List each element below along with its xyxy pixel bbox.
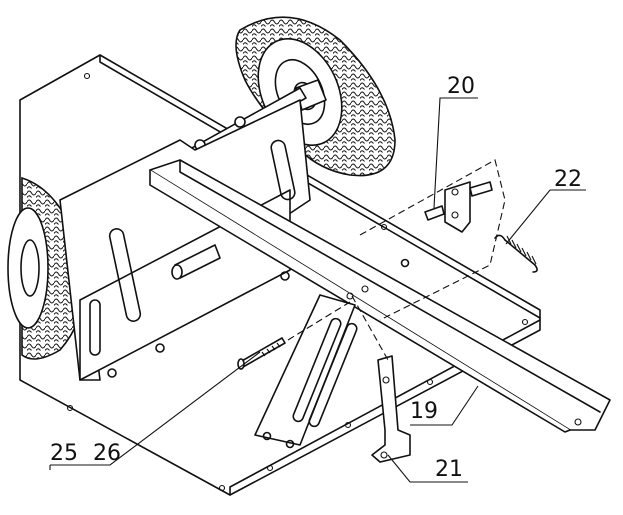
hook-bracket — [351, 295, 411, 463]
callout-21: 21 — [435, 457, 463, 482]
latch-plate — [359, 159, 506, 321]
lower-strut — [254, 294, 358, 449]
callout-25: 25 — [50, 441, 78, 466]
callout-20: 20 — [447, 74, 475, 99]
callout-22: 22 — [554, 167, 582, 192]
callout-19: 19 — [410, 399, 438, 424]
spring — [494, 234, 538, 273]
leader-lines — [49, 97, 586, 483]
callout-26: 26 — [93, 441, 121, 466]
main-beam — [149, 159, 611, 433]
